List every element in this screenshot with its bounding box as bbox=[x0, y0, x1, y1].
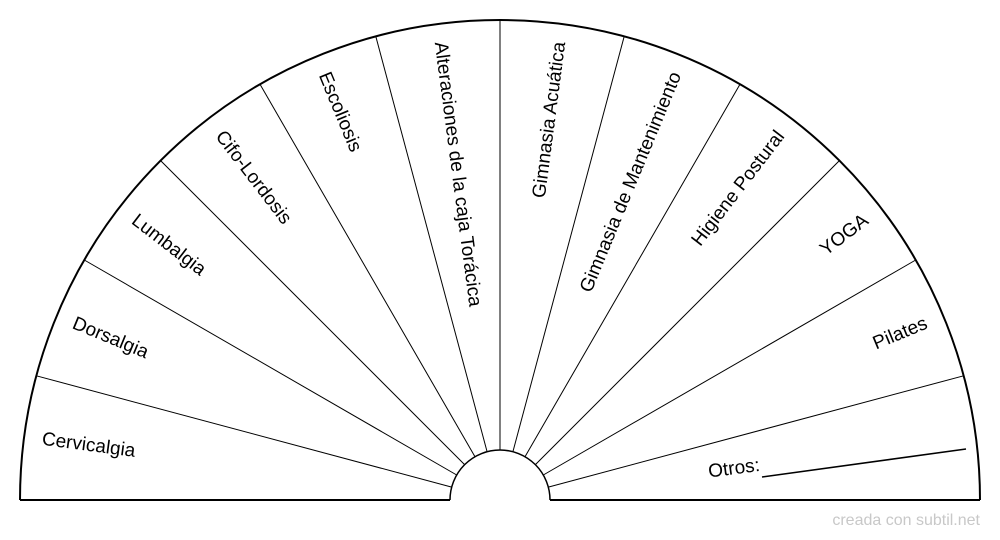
segment-label: Pilates bbox=[870, 313, 931, 354]
segment-label: Gimnasia Acuática bbox=[529, 40, 570, 199]
segment-labels: Cervicalgia Dorsalgia LumbalgiaCifo-Lordos… bbox=[41, 40, 931, 482]
segment-dividers bbox=[36, 20, 964, 488]
segment-divider bbox=[524, 84, 741, 457]
segment-divider bbox=[548, 375, 964, 488]
segment-divider bbox=[36, 375, 452, 488]
segment-label: Higiene Postural bbox=[688, 127, 790, 250]
segment-label: Cifo-Lordosis bbox=[211, 127, 296, 229]
segment-label: YOGA bbox=[816, 210, 873, 260]
segment-label: Otros: bbox=[707, 455, 761, 483]
inner-arc bbox=[449, 449, 551, 501]
segment-divider bbox=[375, 36, 488, 452]
segment-divider bbox=[259, 84, 476, 457]
segment-label: Dorsalgia bbox=[69, 313, 152, 363]
segment-divider bbox=[512, 36, 625, 452]
segment-label: Escoliosis bbox=[314, 69, 366, 155]
segment-divider bbox=[160, 160, 465, 465]
segment-label: Cervicalgia bbox=[41, 429, 137, 462]
segment-label: Lumbalgia bbox=[127, 210, 210, 280]
segment-divider bbox=[543, 259, 916, 476]
otros-write-line bbox=[761, 448, 967, 478]
segment-divider bbox=[535, 160, 840, 465]
segment-label: Gimnasia de Mantenimiento bbox=[576, 69, 686, 296]
credit-text: creada con subtil.net bbox=[832, 512, 980, 529]
segment-divider bbox=[84, 259, 457, 476]
